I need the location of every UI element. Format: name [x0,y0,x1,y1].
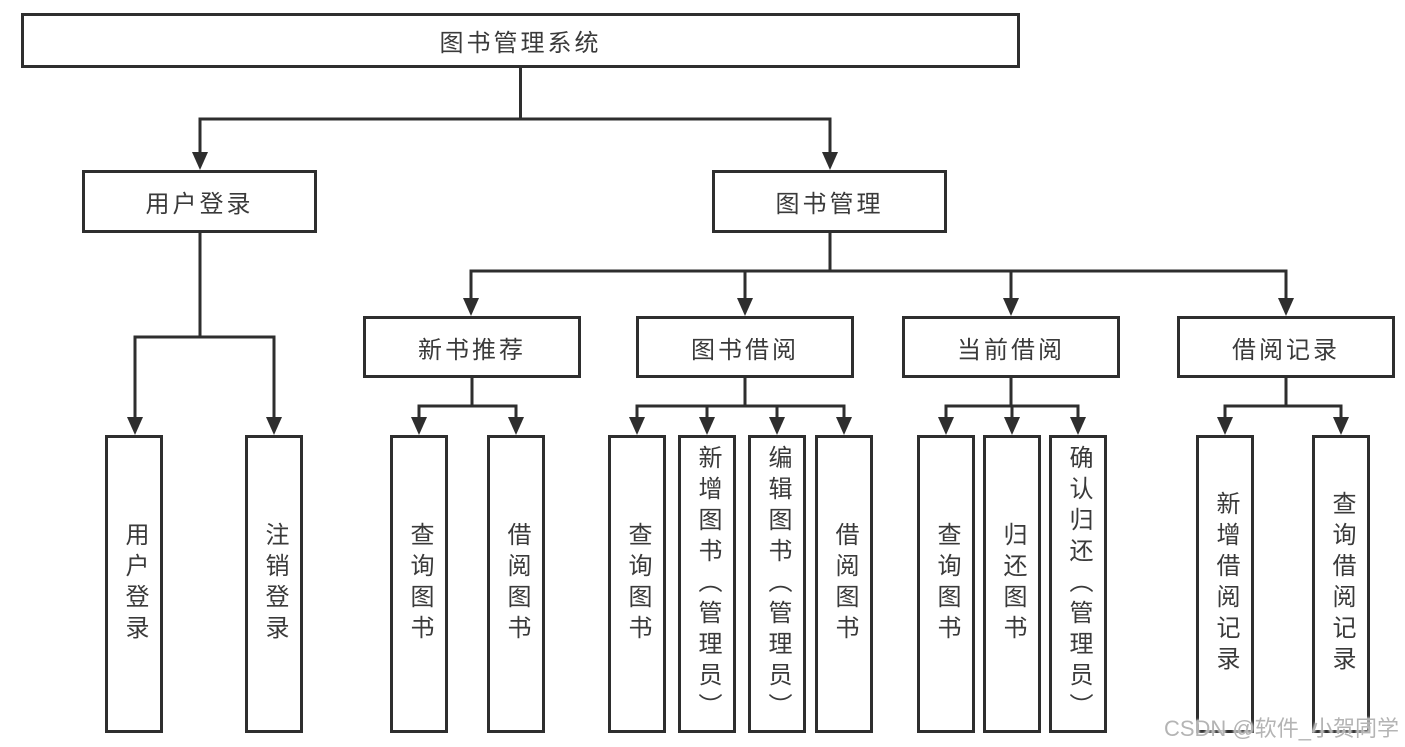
arrow-down-icon [1070,417,1086,435]
leaf-return-book: 归还图书 [983,435,1041,733]
node-book-management: 图书管理 [712,170,947,233]
leaf-borrow-books-recommend: 借阅图书 [487,435,545,733]
node-new-book-recommend: 新书推荐 [363,316,581,378]
leaf-borrow-books-label: 借阅图书 [831,522,858,646]
leaf-query-books-current: 查询图书 [917,435,975,733]
arrow-down-icon [1003,298,1019,316]
arrow-down-icon [769,417,785,435]
arrow-down-icon [1004,417,1020,435]
node-book-borrow: 图书借阅 [636,316,854,378]
arrow-down-icon [508,417,524,435]
node-current-borrow: 当前借阅 [902,316,1120,378]
node-root-label: 图书管理系统 [439,30,602,57]
leaf-user-login-label: 用户登录 [121,522,148,646]
node-user-login: 用户登录 [82,170,317,233]
leaf-query-books-borrow: 查询图书 [608,435,666,733]
arrow-down-icon [266,417,282,435]
leaf-query-borrow-record: 查询借阅记录 [1312,435,1370,733]
arrow-down-icon [938,417,954,435]
node-book-management-label: 图书管理 [775,191,884,218]
leaf-query-books-recommend: 查询图书 [390,435,448,733]
arrow-down-icon [1278,298,1294,316]
leaf-add-book-admin-label: 新增图书（管理员） [694,444,721,724]
arrow-down-icon [1217,417,1233,435]
node-book-borrow-label: 图书借阅 [691,336,799,364]
leaf-logout: 注销登录 [245,435,303,733]
leaf-add-book-admin: 新增图书（管理员） [678,435,736,733]
arrow-down-icon [836,417,852,435]
node-borrow-records: 借阅记录 [1177,316,1395,378]
leaf-confirm-return-admin-label: 确认归还（管理员） [1065,444,1092,724]
leaf-return-book-label: 归还图书 [999,522,1026,646]
leaf-borrow-books-recommend-label: 借阅图书 [503,522,530,646]
arrow-down-icon [463,298,479,316]
arrow-down-icon [699,417,715,435]
arrow-down-icon [1333,417,1349,435]
arrow-down-icon [192,152,208,170]
leaf-user-login: 用户登录 [105,435,163,733]
leaf-query-books-borrow-label: 查询图书 [624,522,651,646]
arrow-down-icon [629,417,645,435]
node-borrow-records-label: 借阅记录 [1232,336,1340,364]
node-new-book-recommend-label: 新书推荐 [418,336,526,364]
leaf-query-books-recommend-label: 查询图书 [406,522,433,646]
arrow-down-icon [411,417,427,435]
leaf-logout-label: 注销登录 [261,522,288,646]
watermark: CSDN @软件_小贺同学 [1163,716,1399,741]
leaf-edit-book-admin: 编辑图书（管理员） [748,435,806,733]
arrow-down-icon [822,152,838,170]
leaf-borrow-books: 借阅图书 [815,435,873,733]
node-root: 图书管理系统 [21,13,1020,68]
leaf-add-borrow-record: 新增借阅记录 [1196,435,1254,733]
leaf-confirm-return-admin: 确认归还（管理员） [1049,435,1107,733]
leaf-edit-book-admin-label: 编辑图书（管理员） [764,444,791,724]
node-current-borrow-label: 当前借阅 [957,336,1065,364]
leaf-query-books-current-label: 查询图书 [933,522,960,646]
arrow-down-icon [127,417,143,435]
leaf-add-borrow-record-label: 新增借阅记录 [1212,491,1239,677]
arrow-down-icon [737,298,753,316]
node-user-login-label: 用户登录 [145,191,254,218]
leaf-query-borrow-record-label: 查询借阅记录 [1328,491,1355,677]
